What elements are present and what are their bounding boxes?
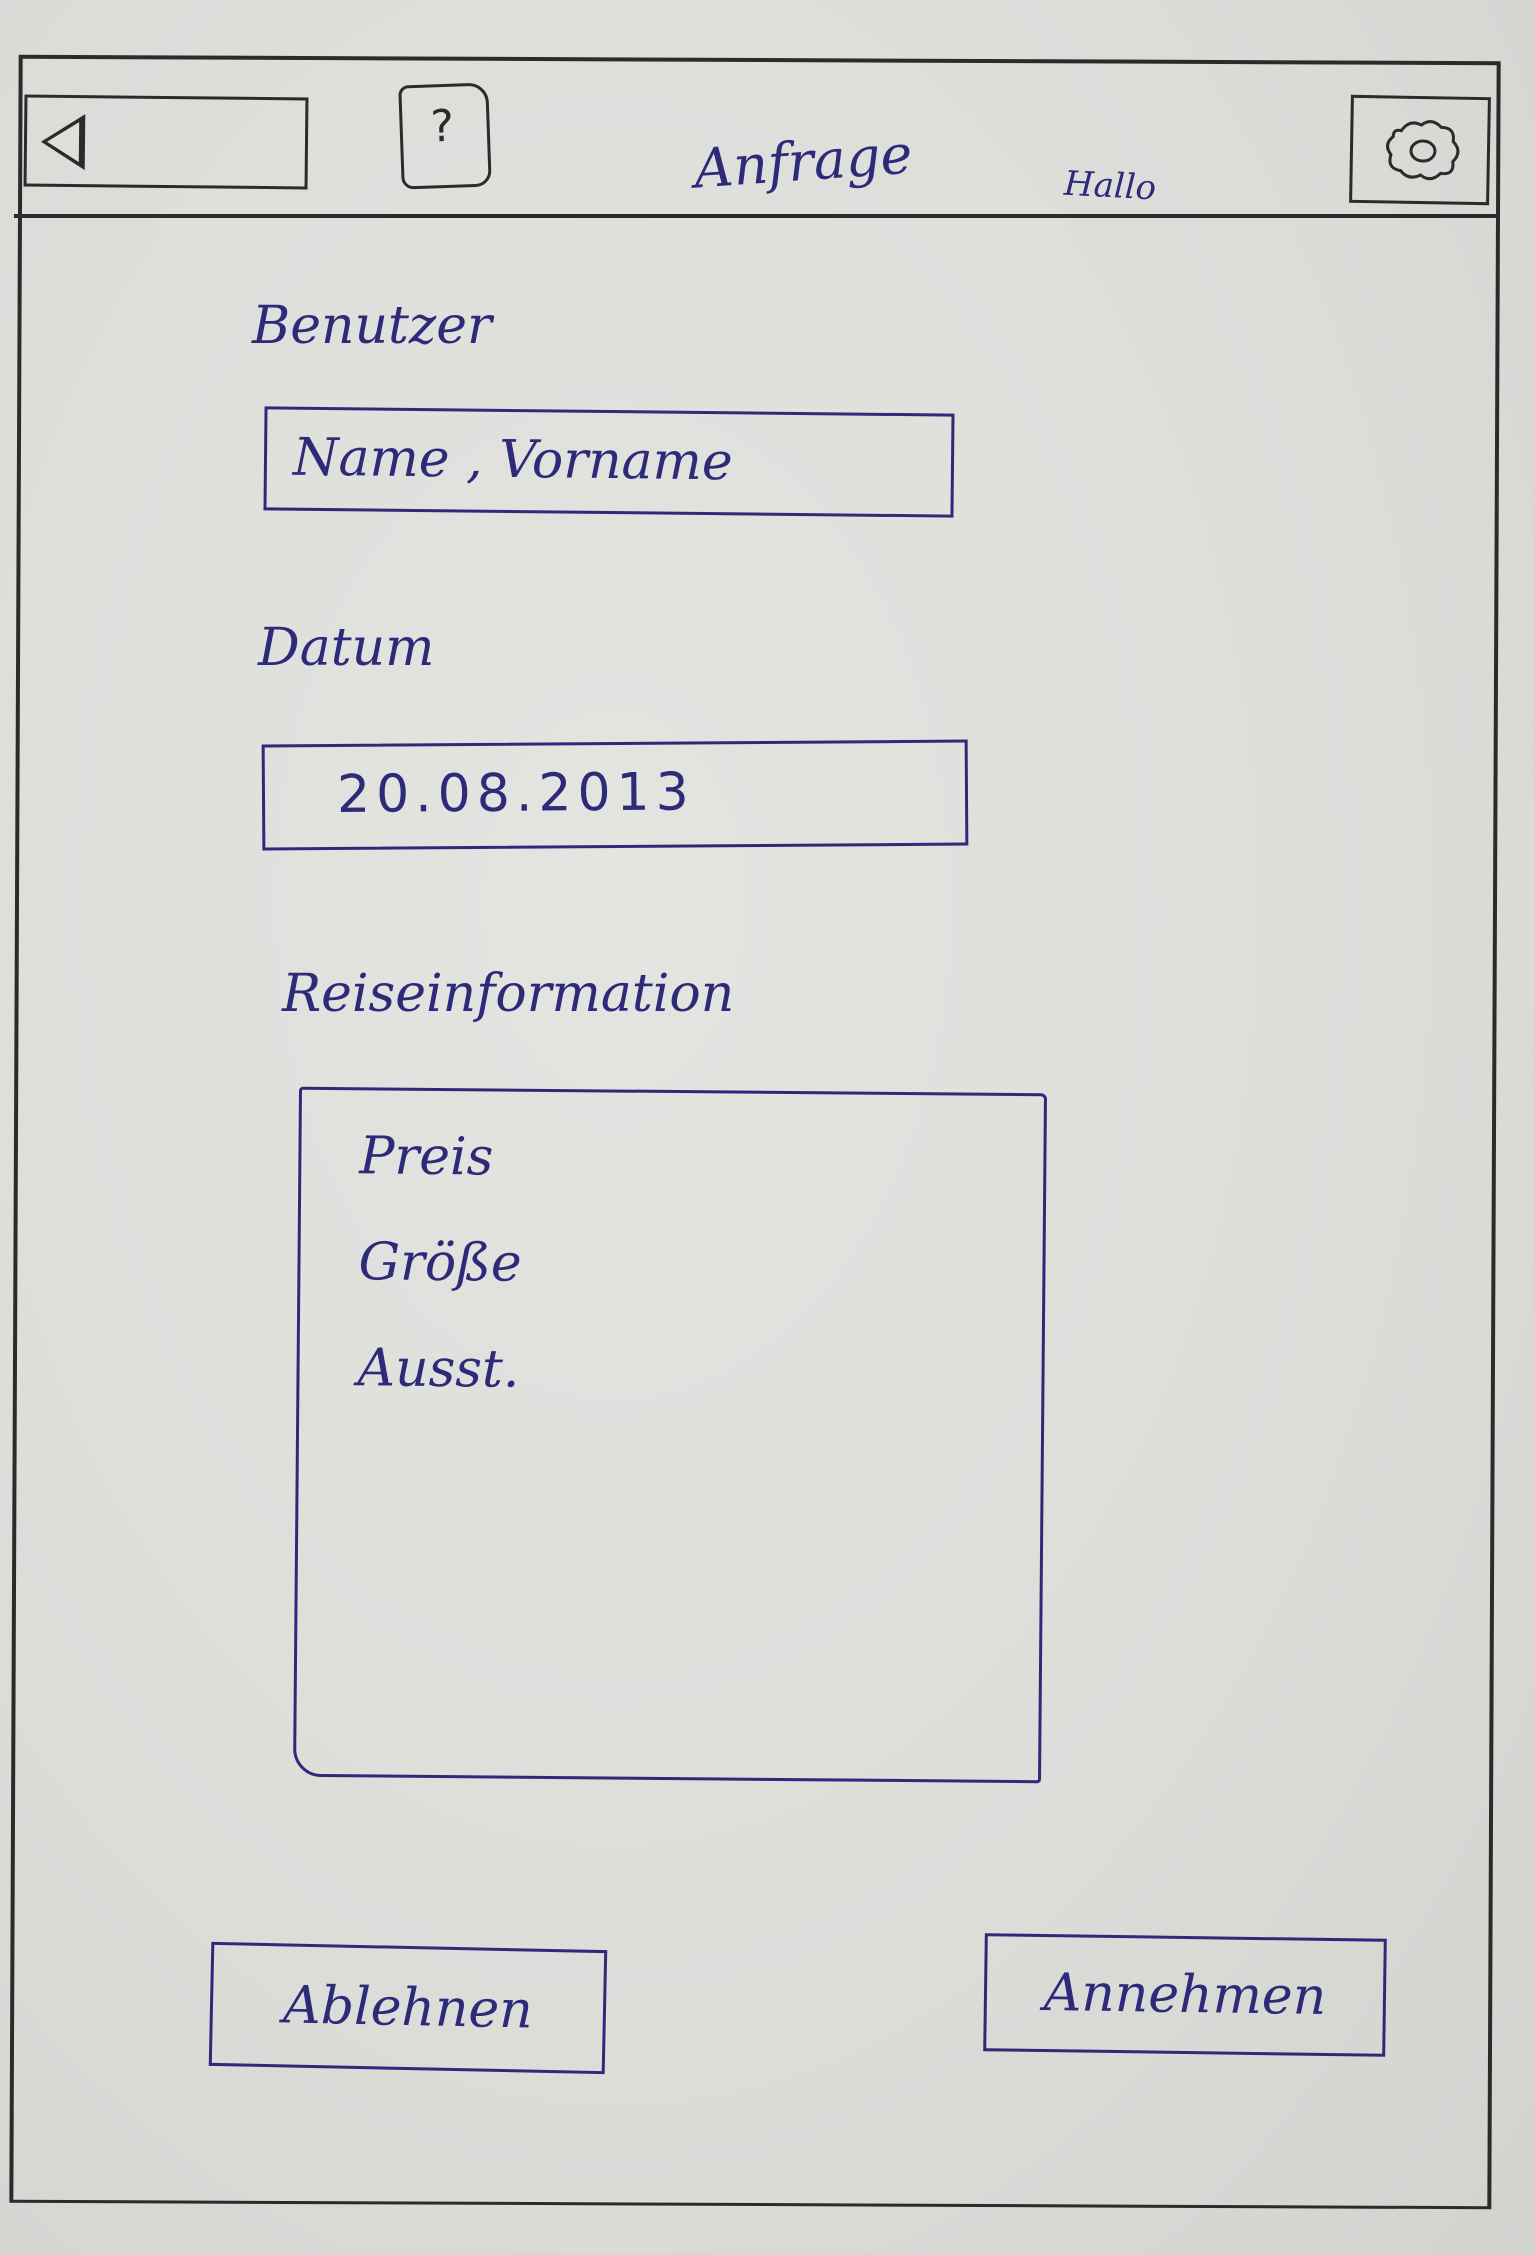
accept-button[interactable]: Annehmen xyxy=(983,1933,1387,2057)
list-item-size: Größe xyxy=(358,1232,522,1294)
list-item-equipment: Ausst. xyxy=(357,1338,520,1400)
back-button[interactable] xyxy=(23,94,309,190)
user-name-field[interactable]: Name , Vorname xyxy=(263,406,955,518)
top-bar xyxy=(14,58,1496,218)
date-field[interactable]: 20.08.2013 xyxy=(261,739,969,851)
help-icon: ? xyxy=(429,100,455,153)
back-triangle-icon xyxy=(40,113,86,171)
greeting-text: Hallo xyxy=(1063,163,1158,209)
travel-info-list: Preis Größe Ausst. xyxy=(357,1126,523,1445)
date-label: Datum xyxy=(258,618,435,678)
settings-button[interactable] xyxy=(1349,94,1491,206)
travel-info-label: Reiseinformation xyxy=(282,964,735,1024)
decline-button[interactable]: Ablehnen xyxy=(208,1941,608,2075)
help-button[interactable]: ? xyxy=(398,82,492,190)
list-item-price: Preis xyxy=(359,1126,494,1188)
user-name-value: Name , Vorname xyxy=(292,427,734,493)
user-label: Benutzer xyxy=(252,296,492,356)
travel-info-box[interactable]: Preis Größe Ausst. xyxy=(293,1086,1047,1784)
date-value: 20.08.2013 xyxy=(336,762,695,825)
gear-icon xyxy=(1386,120,1460,181)
